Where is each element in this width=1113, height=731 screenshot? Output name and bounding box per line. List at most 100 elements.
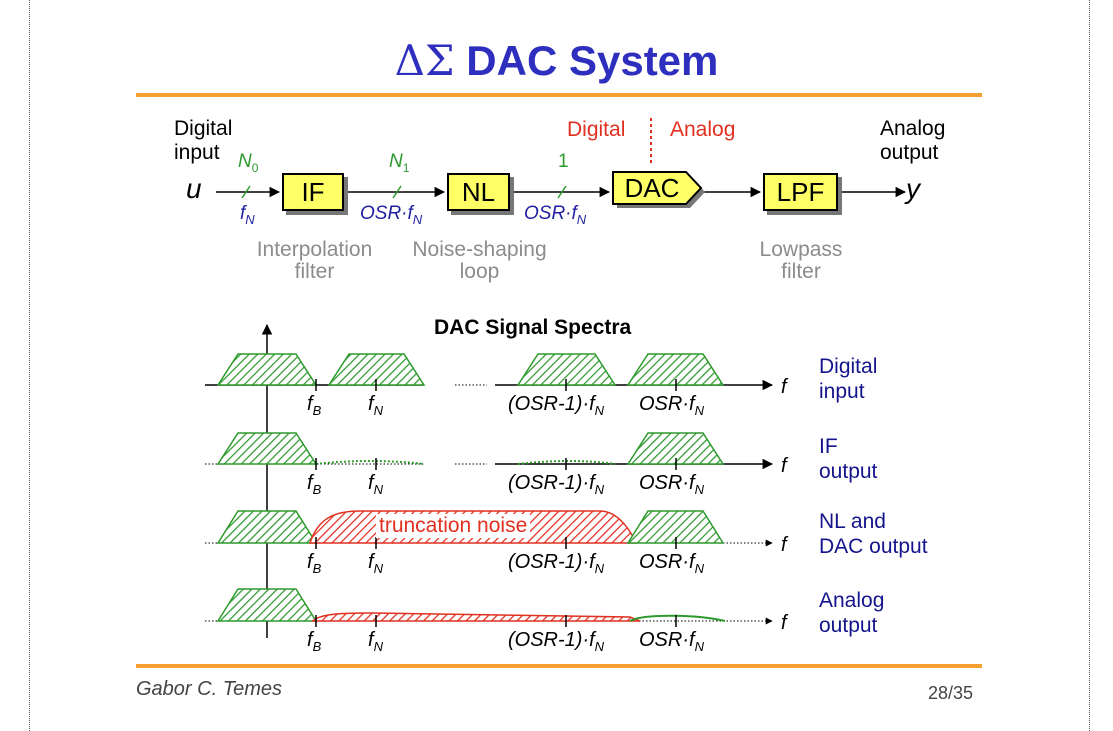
rate-1-sub: N xyxy=(245,211,255,227)
nl-description: Noise-shaping loop xyxy=(402,239,557,283)
rate-2-sub: N xyxy=(412,211,423,227)
block-if: IF xyxy=(282,173,344,211)
rate-2-main: OSR·f xyxy=(360,203,413,224)
block-nl: NL xyxy=(447,173,510,211)
lpf-desc-line1: Lowpass xyxy=(759,238,843,261)
row-digital-input xyxy=(205,353,774,391)
input-label-line1: Digital xyxy=(174,117,233,140)
title-text: DAC System xyxy=(466,37,719,84)
block-nl-label: NL xyxy=(461,177,496,207)
row4-residual-image xyxy=(629,614,726,622)
slide-border-left xyxy=(29,0,30,731)
row1-band-image2 xyxy=(516,353,617,386)
footer-rule xyxy=(136,664,982,668)
rate-3: OSR·fN xyxy=(524,203,586,227)
row2-band-image3 xyxy=(626,432,725,465)
tick-label-osr-minus-1: (OSR-1)·fN xyxy=(508,393,605,418)
tick-marks xyxy=(315,379,677,627)
tick-label-fb: fB xyxy=(307,629,322,654)
tick-label-fn: fN xyxy=(368,629,383,654)
lpf-description: Lowpass filter xyxy=(746,239,856,283)
axis-var-f: f xyxy=(781,534,787,556)
bus-width-1-main: N xyxy=(238,151,252,172)
row2-band-baseband xyxy=(216,432,318,465)
tick-label-osr-minus-1: (OSR-1)·fN xyxy=(508,551,605,576)
bus-slash-2 xyxy=(392,185,402,199)
tick-label-fn: fN xyxy=(368,393,383,418)
block-dac-label: DAC xyxy=(624,173,680,203)
bus-width-3: 1 xyxy=(558,151,569,172)
output-label-line1: Analog xyxy=(880,117,946,140)
rate-1: fN xyxy=(240,203,255,227)
row3-band-baseband xyxy=(216,510,318,544)
if-desc-line2: filter xyxy=(294,260,335,283)
title-rule xyxy=(136,93,982,97)
tick-label-fb: fB xyxy=(307,393,322,418)
axis-var-f: f xyxy=(781,612,787,634)
row-if-output xyxy=(205,432,774,470)
rate-1-main: f xyxy=(240,203,246,224)
domain-digital-label: Digital xyxy=(567,118,626,141)
tick-label-osr: OSR·fN xyxy=(639,472,704,497)
if-desc-line1: Interpolation xyxy=(256,238,373,261)
row2-residual-image2 xyxy=(517,460,616,465)
tick-label-osr: OSR·fN xyxy=(639,551,704,576)
tick-label-fn: fN xyxy=(368,472,383,497)
bus-width-1-sub: 0 xyxy=(251,160,259,175)
row1-band-baseband xyxy=(216,353,318,386)
row1-band-image1 xyxy=(327,353,426,386)
rate-2: OSR·fN xyxy=(360,203,422,227)
block-if-label: IF xyxy=(301,177,325,207)
row-analog-output xyxy=(205,588,773,625)
output-var: y xyxy=(906,173,920,204)
tick-label-fb: fB xyxy=(307,551,322,576)
output-label: Analog output xyxy=(880,117,945,165)
slide-border-right xyxy=(1089,0,1090,731)
rate-3-sub: N xyxy=(576,211,587,227)
tick-label-osr: OSR·fN xyxy=(639,393,704,418)
nl-desc-line1: Noise-shaping xyxy=(412,238,547,261)
row4-residual-noise xyxy=(311,612,641,622)
block-lpf: LPF xyxy=(763,173,838,211)
output-label-line2: output xyxy=(880,141,939,164)
input-var: u xyxy=(186,173,202,204)
block-diagram-wires xyxy=(216,118,907,208)
row1-band-image3 xyxy=(626,353,725,386)
page-number: 28/35 xyxy=(928,683,974,703)
tick-label-fb: fB xyxy=(307,472,322,497)
spectra-title: DAC Signal Spectra xyxy=(434,316,632,339)
lpf-desc-line2: filter xyxy=(781,260,821,283)
bus-slash-3 xyxy=(557,185,567,199)
bus-width-2-main: N xyxy=(389,151,403,172)
row4-band-baseband xyxy=(216,588,318,622)
bus-width-2-sub: 1 xyxy=(402,160,410,175)
bus-slash-1 xyxy=(241,185,251,199)
dac-block-shape xyxy=(612,171,703,205)
axis-var-f: f xyxy=(781,376,787,398)
tick-label-osr: OSR·fN xyxy=(639,629,704,654)
bus-width-1: N0 xyxy=(238,151,258,175)
bus-width-2: N1 xyxy=(389,151,409,175)
tick-label-osr-minus-1: (OSR-1)·fN xyxy=(508,629,605,654)
truncation-noise-label: truncation noise xyxy=(376,514,531,538)
if-description: Interpolation filter xyxy=(247,239,382,283)
input-label-line2: input xyxy=(174,141,220,164)
tick-label-fn: fN xyxy=(368,551,383,576)
title-symbol: ΔΣ xyxy=(394,36,455,85)
row2-residual-image1 xyxy=(315,460,425,465)
rate-3-main: OSR·f xyxy=(524,203,577,224)
input-label: Digital input xyxy=(174,117,232,165)
footer-author: Gabor C. Temes xyxy=(136,678,282,700)
row3-band-image3 xyxy=(626,510,725,544)
domain-analog-label: Analog xyxy=(670,118,736,141)
page-title: ΔΣ DAC System xyxy=(0,36,1113,85)
block-lpf-label: LPF xyxy=(776,177,825,207)
nl-desc-line2: loop xyxy=(459,260,500,283)
tick-label-osr-minus-1: (OSR-1)·fN xyxy=(508,472,605,497)
axis-var-f: f xyxy=(781,455,787,477)
